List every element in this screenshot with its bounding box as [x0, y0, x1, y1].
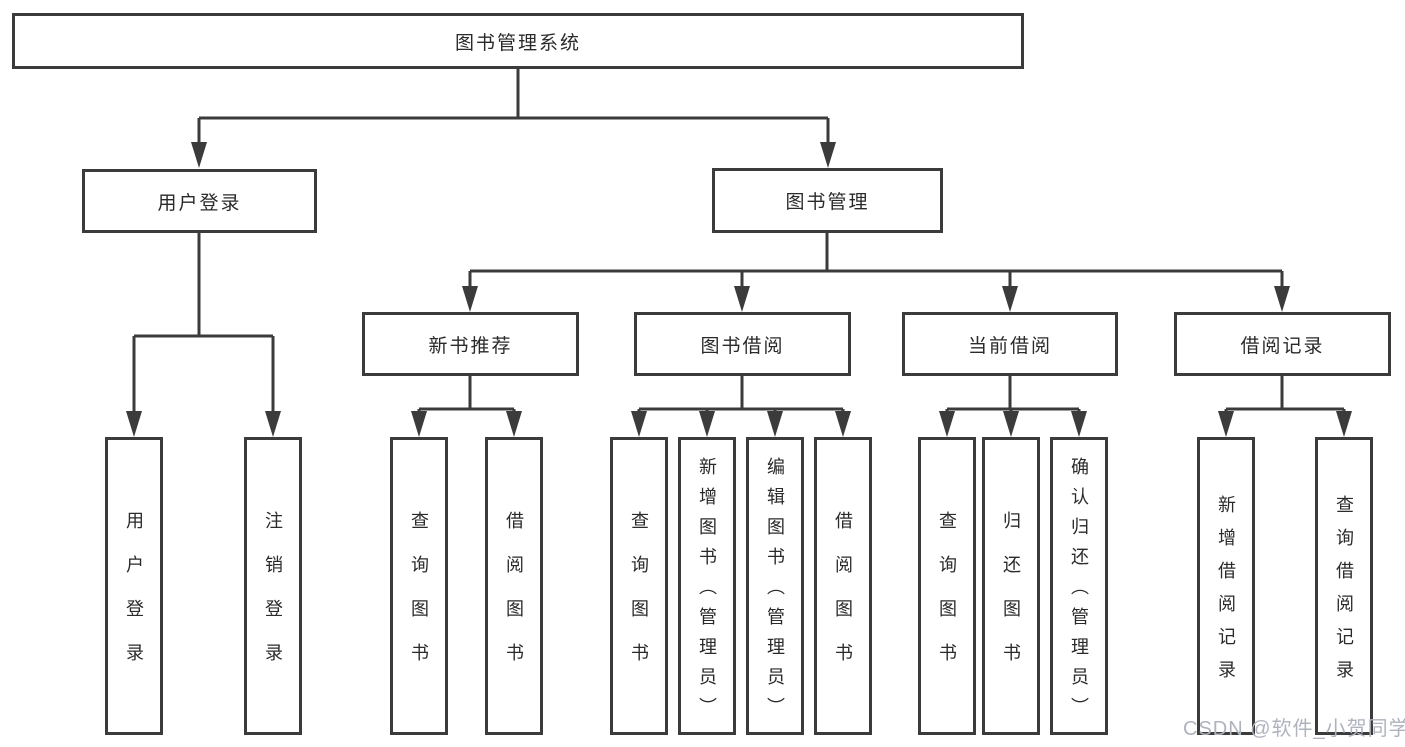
leaf-label: 借阅图书 [833, 511, 853, 687]
node-library-management-system: 图书管理系统 [12, 13, 1024, 69]
leaf-label: 注销登录 [263, 511, 283, 687]
leaf-borrow-books: 借阅图书 [814, 437, 872, 735]
leaf-query-books-borrow: 查询图书 [610, 437, 668, 735]
node-book-borrowing: 图书借阅 [634, 312, 851, 376]
leaf-logout: 注销登录 [244, 437, 302, 735]
node-current-borrowing: 当前借阅 [902, 312, 1118, 376]
node-user-login-branch: 用户登录 [82, 169, 317, 233]
node-label: 用户登录 [157, 192, 242, 214]
leaf-label: 查询图书 [937, 511, 957, 687]
leaf-query-books-recommend: 查询图书 [390, 437, 448, 735]
leaf-confirm-return-admin: 确认归还（管理员） [1050, 437, 1108, 735]
node-label: 借阅记录 [1240, 335, 1325, 357]
leaf-query-books-current: 查询图书 [918, 437, 976, 735]
leaf-label: 归还图书 [1001, 511, 1021, 687]
leaf-label: 确认归还（管理员） [1069, 457, 1089, 727]
node-book-management: 图书管理 [712, 168, 943, 233]
leaf-label: 用户登录 [124, 511, 144, 687]
leaf-return-book: 归还图书 [982, 437, 1040, 735]
node-new-book-recommend: 新书推荐 [362, 312, 579, 376]
node-label: 图书管理系统 [454, 32, 581, 54]
leaf-add-borrow-record: 新增借阅记录 [1197, 437, 1255, 735]
leaf-label: 借阅图书 [504, 511, 524, 687]
node-borrowing-records: 借阅记录 [1174, 312, 1391, 376]
node-label: 图书管理 [785, 192, 870, 213]
leaf-label: 查询图书 [629, 511, 649, 687]
leaf-label: 新增图书（管理员） [697, 457, 717, 727]
leaf-user-login: 用户登录 [105, 437, 163, 735]
leaf-label: 查询借阅记录 [1334, 494, 1354, 693]
leaf-edit-book-admin: 编辑图书（管理员） [746, 437, 804, 735]
leaf-label: 编辑图书（管理员） [765, 457, 785, 727]
node-label: 新书推荐 [428, 335, 513, 357]
node-label: 当前借阅 [967, 335, 1052, 357]
leaf-label: 新增借阅记录 [1216, 494, 1236, 693]
leaf-label: 查询图书 [409, 511, 429, 687]
csdn-watermark: CSDN @软件_小贺同学 [1183, 718, 1405, 740]
leaf-query-borrow-record: 查询借阅记录 [1315, 437, 1373, 735]
node-label: 图书借阅 [700, 335, 785, 357]
leaf-add-book-admin: 新增图书（管理员） [678, 437, 736, 735]
leaf-borrow-books-recommend: 借阅图书 [485, 437, 543, 735]
